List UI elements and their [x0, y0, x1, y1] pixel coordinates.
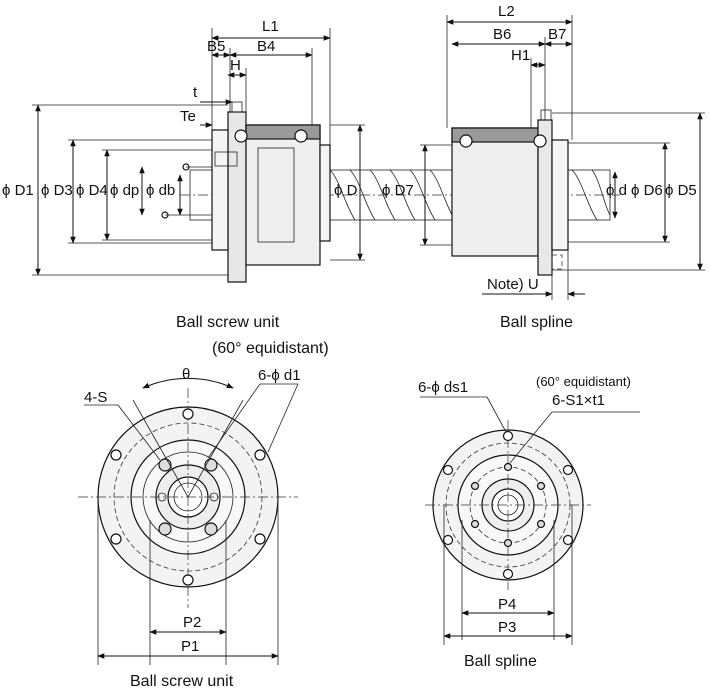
label-equidistant-right: (60° equidistant): [536, 374, 631, 389]
label-phiD: ϕ D: [334, 182, 358, 199]
label-phiD3: ϕ D3: [41, 182, 73, 199]
label-6-S1-t1: 6-S1×t1: [552, 392, 605, 409]
label-P2: P2: [183, 614, 201, 631]
label-theta: θ: [182, 366, 190, 383]
side-view: L1 B5 B4 H t Te L2 B6 B7 H1 ϕ D1 ϕ D3 ϕ …: [2, 3, 705, 357]
label-B7: B7: [548, 26, 566, 43]
label-P3: P3: [498, 619, 516, 636]
caption-ball-spline-bottom: Ball spline: [464, 653, 537, 670]
label-equidistant-top: (60° equidistant): [212, 340, 329, 357]
right-diameter-dimensions: [330, 112, 705, 300]
ball-screw-front-view: θ 4-S 6-ϕ d1 P2 P1 Ball screw unit: [78, 366, 301, 690]
ball-spline-bolt-holes: [442, 430, 574, 580]
label-L1: L1: [262, 18, 279, 35]
label-phiD1: ϕ D1: [2, 182, 34, 199]
label-note-u: Note) U: [487, 276, 539, 293]
label-phiD4: ϕ D4: [76, 182, 108, 199]
label-B6: B6: [493, 26, 511, 43]
label-6-phi-ds1: 6-ϕ ds1: [418, 379, 468, 396]
caption-ball-screw-unit-bottom: Ball screw unit: [130, 673, 234, 690]
label-H: H: [230, 57, 241, 74]
label-B5: B5: [207, 38, 225, 55]
top-dimensions: [200, 15, 573, 145]
label-4-S: 4-S: [84, 389, 107, 406]
label-phiD6: ϕ D6: [631, 182, 663, 199]
label-phiD5: ϕ D5: [665, 182, 697, 199]
label-phiDb: ϕ db: [146, 182, 175, 199]
label-L2: L2: [498, 3, 515, 20]
caption-ball-screw-unit-top: Ball screw unit: [176, 314, 280, 331]
ball-screw-unit-body: [161, 101, 331, 283]
label-P4: P4: [498, 596, 516, 613]
label-P1: P1: [181, 638, 199, 655]
left-diameter-dimensions: [32, 104, 228, 276]
label-t: t: [193, 84, 198, 101]
label-phiDp: ϕ dp: [110, 182, 139, 199]
ball-spline-tapped-holes: [470, 462, 546, 548]
label-B4: B4: [257, 38, 275, 55]
side-view-labels: L1 B5 B4 H t Te L2 B6 B7 H1 ϕ D1 ϕ D3 ϕ …: [2, 3, 697, 293]
ball-spline-front-view: 6-ϕ ds1 (60° equidistant) 6-S1×t1 P4 P3 …: [418, 374, 640, 670]
caption-ball-spline-top: Ball spline: [500, 314, 573, 331]
label-phid: ϕ d: [606, 182, 627, 199]
ball-screw-tapped-holes: [157, 458, 219, 536]
ball-screw-bolt-holes: [110, 408, 266, 586]
ball-spline-body: [451, 109, 569, 276]
label-phiD7: ϕ D7: [382, 182, 414, 199]
label-H1: H1: [511, 47, 530, 64]
label-Te: Te: [180, 108, 196, 125]
label-6-phi-d1: 6-ϕ d1: [258, 367, 301, 384]
